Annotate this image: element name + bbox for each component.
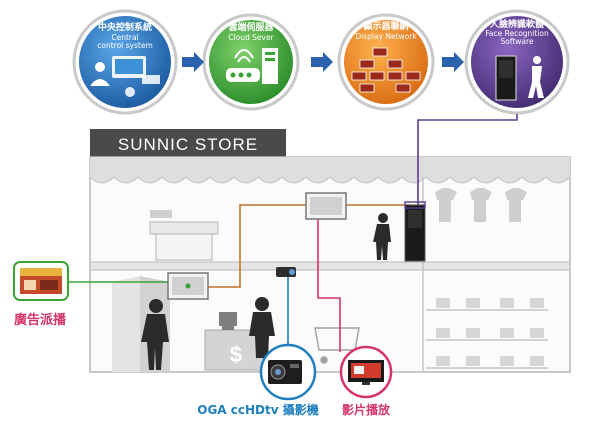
shopper-silhouette bbox=[141, 299, 169, 370]
node-title-cn: 人臉辨識軟體 bbox=[489, 18, 544, 30]
face-recognition-kiosk-icon bbox=[495, 55, 544, 101]
brick-network-icon bbox=[351, 47, 421, 93]
node-title-cn: 中央控制系統 bbox=[98, 21, 152, 33]
face-recognition-link-line bbox=[417, 114, 518, 205]
shopper-silhouette bbox=[373, 213, 391, 260]
video-label: 影片播放 bbox=[342, 402, 391, 417]
store-name: SUNNIC STORE bbox=[118, 135, 258, 154]
signage-screen-upper bbox=[305, 192, 347, 220]
ceiling-camera-icon bbox=[276, 267, 296, 277]
computer-workstation-icon bbox=[90, 56, 160, 97]
node-title-en: Display Network bbox=[355, 32, 417, 41]
ads-callout bbox=[13, 261, 69, 301]
flow-arrow bbox=[182, 52, 204, 72]
node-title-en: Cloud Sever bbox=[228, 33, 274, 42]
flow-arrow bbox=[311, 52, 333, 72]
node-title-en-2: Software bbox=[500, 37, 533, 46]
camera-callout bbox=[259, 343, 317, 401]
cloud-server-icon bbox=[226, 48, 278, 84]
cashier-silhouette bbox=[249, 297, 275, 358]
node-title-en-2: control system bbox=[97, 41, 153, 50]
network-line bbox=[186, 204, 410, 288]
node-display-network: 顯示器聯網 Display Network bbox=[337, 13, 435, 111]
dollar-icon: $ bbox=[230, 342, 242, 367]
node-central-control: 中央控制系統 Central control system bbox=[72, 9, 178, 115]
signage-screen-lower bbox=[167, 272, 209, 300]
node-title-en: Face Recognition bbox=[485, 29, 549, 38]
video-callout bbox=[339, 345, 393, 399]
node-title-en: Central bbox=[111, 33, 138, 42]
store-banner: SUNNIC STORE bbox=[90, 129, 286, 157]
face-recognition-kiosk bbox=[404, 201, 426, 262]
store-building: $ bbox=[89, 156, 571, 373]
video-link-line bbox=[317, 205, 341, 352]
ads-label: 廣告派播 bbox=[14, 312, 67, 328]
node-cloud-server: 雲端伺服器 Cloud Sever bbox=[202, 13, 300, 111]
camera-label: OGA ccHDtv 攝影機 bbox=[197, 402, 318, 417]
flow-arrow bbox=[442, 52, 464, 72]
node-title-cn: 雲端伺服器 bbox=[228, 21, 274, 33]
node-title-cn: 顯示器聯網 bbox=[363, 20, 408, 32]
node-face-recognition: 人臉辨識軟體 Face Recognition Software bbox=[464, 9, 570, 115]
